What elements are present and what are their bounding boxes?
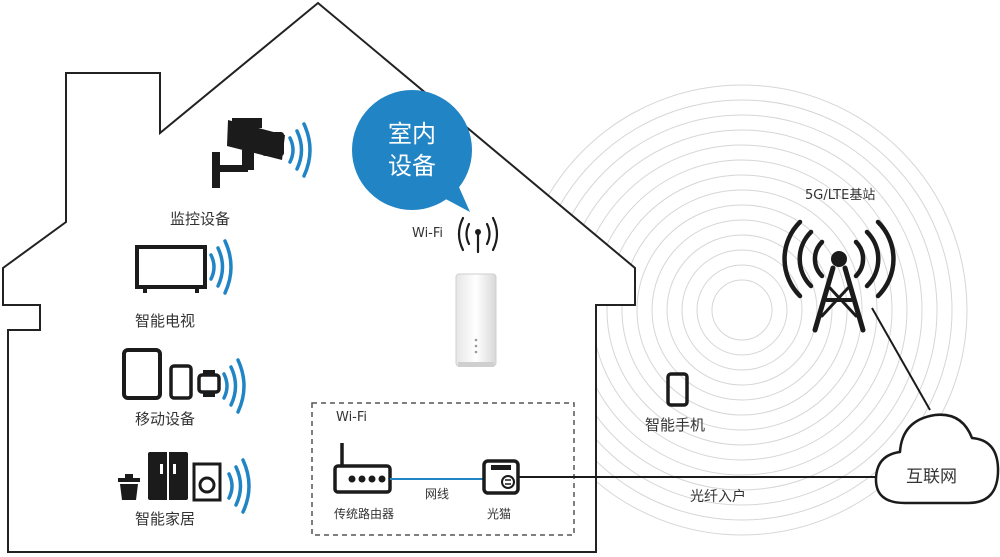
- tablet-icon: [122, 348, 162, 400]
- bubble-line-2: 设备: [388, 152, 436, 180]
- signal-wave-ring: [636, 204, 848, 416]
- signal-wave-ring: [621, 189, 863, 431]
- tv-icon: [135, 245, 207, 293]
- optical-modem-icon: [482, 459, 520, 495]
- router-box: [311, 402, 575, 536]
- speech-bubble: [352, 90, 472, 212]
- wifi-waves-icon: [288, 122, 312, 178]
- indoor-cpe-device: [455, 273, 497, 367]
- signal-wave-ring: [606, 174, 878, 446]
- tv-label: 智能电视: [135, 312, 196, 330]
- cloud-icon: [874, 413, 1000, 505]
- cloud-label: 互联网: [906, 467, 957, 487]
- router-label: 传统路由器: [334, 507, 395, 521]
- wifi-waves-icon: [222, 358, 246, 414]
- box-wifi-label: Wi-Fi: [336, 410, 368, 425]
- camera-label: 监控设备: [170, 210, 231, 228]
- onu-label: 光猫: [487, 507, 512, 521]
- smartphone-label: 智能手机: [645, 416, 706, 434]
- router-icon: [333, 443, 392, 494]
- signal-wave-ring: [711, 279, 773, 341]
- signal-wave-ring: [666, 234, 818, 386]
- bubble-line-1: 室内: [388, 120, 436, 148]
- wifi-waves-icon: [227, 458, 251, 514]
- fridge-icon: [148, 452, 188, 500]
- base-station-tower-icon: [782, 219, 896, 333]
- antenna-wifi-icon: [457, 216, 499, 254]
- house-outline: [1, 1, 636, 553]
- smartphone-icon: [666, 372, 689, 407]
- cable-label: 网线: [425, 487, 450, 501]
- trash-can-icon: [118, 474, 140, 500]
- signal-wave-ring: [696, 264, 788, 356]
- signal-wave-ring: [546, 114, 938, 506]
- wifi-waves-icon: [209, 239, 233, 295]
- tower-label: 5G/LTE基站: [805, 188, 876, 203]
- phone-icon: [169, 364, 193, 400]
- router-wifi-label: Wi-Fi: [412, 226, 444, 241]
- bubble-text: 室内 设备: [362, 118, 462, 182]
- watch-icon: [197, 370, 221, 397]
- tower-cloud-link: [871, 307, 931, 411]
- smart-home-label: 智能家居: [135, 510, 196, 528]
- camera-icon: [212, 118, 285, 188]
- fiber-label: 光纤入户: [690, 489, 746, 505]
- mobile-label: 移动设备: [135, 410, 196, 428]
- signal-wave-ring: [681, 249, 803, 371]
- washing-machine-icon: [192, 462, 222, 502]
- signal-wave-ring: [651, 219, 833, 401]
